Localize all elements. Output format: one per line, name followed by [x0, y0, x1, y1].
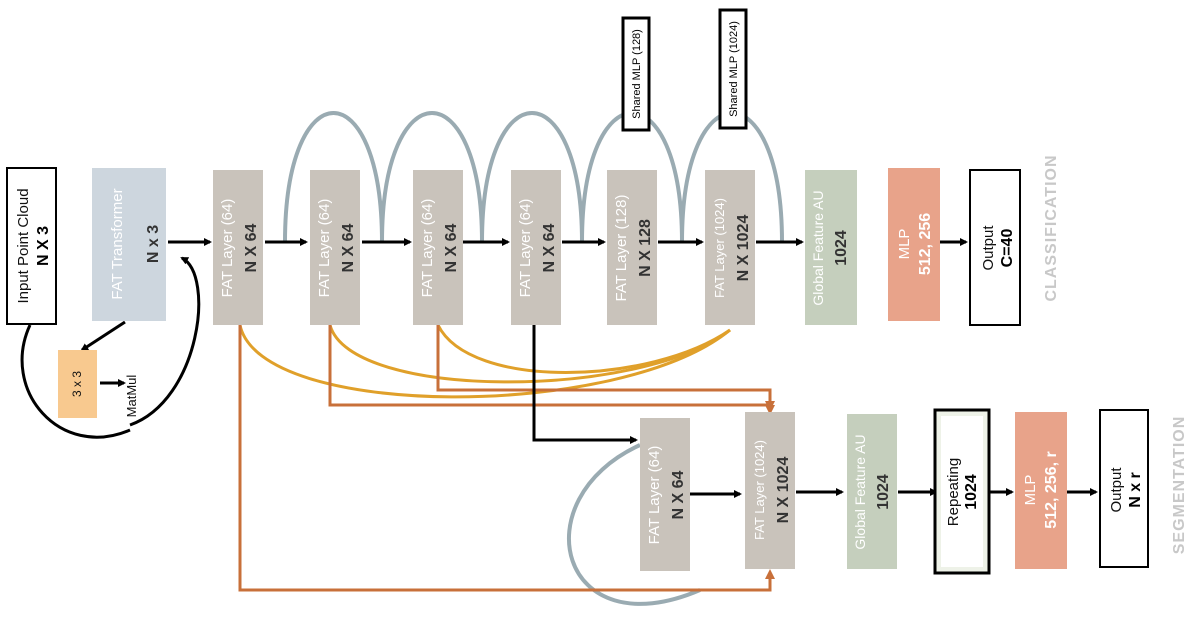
arrow-transformer-to-matrix — [80, 320, 126, 352]
fat-layer-1-label: FAT Layer (64) — [219, 199, 236, 298]
global-feature-value: 1024 — [833, 230, 850, 266]
fat-layer-6-label: FAT Layer (1024) — [712, 198, 727, 298]
skip-arc-3 — [480, 111, 584, 243]
input-value: N X 3 — [35, 226, 52, 266]
seg-global-feature: Global Feature AU 1024 — [847, 414, 897, 569]
mlp-value: 512, 256 — [917, 213, 934, 275]
seg-repeating-label: Repeating — [945, 458, 962, 526]
fat-layer-3-value: N X 64 — [443, 223, 460, 272]
output-value: C=40 — [999, 229, 1016, 268]
arrow-layer4-to-seg — [532, 325, 638, 444]
seg-fat-layer-1-value: N X 64 — [670, 470, 687, 519]
seg-output-label: Output — [1108, 467, 1125, 513]
orange-links — [238, 324, 731, 399]
mlp-classification: MLP 512, 256 — [888, 168, 940, 321]
seg-global-label: Global Feature AU — [852, 434, 868, 549]
seg-repeating: Repeating 1024 — [933, 408, 991, 575]
matrix-label: 3 x 3 — [70, 371, 84, 397]
skip-arc-1 — [283, 111, 384, 243]
shared-mlp-1024: Shared MLP (1024) — [718, 8, 748, 130]
fat-layer-5: FAT Layer (128) N X 128 — [607, 170, 657, 325]
transformer-label: FAT Transformer — [109, 188, 126, 299]
output-label: Output — [980, 225, 997, 271]
matmul-label: MatMul — [124, 375, 139, 418]
classification-layers: FAT Layer (64) N X 64 FAT Layer (64) N X… — [213, 170, 755, 325]
seg-fat-layer-1-label: FAT Layer (64) — [646, 446, 663, 545]
fat-layer-4-label: FAT Layer (64) — [517, 199, 534, 298]
orange-link-3 — [436, 324, 731, 374]
shared-mlp-128-label: Shared MLP (128) — [631, 29, 643, 119]
seg-mlp: MLP 512, 256, r — [1015, 412, 1067, 569]
brown-link-1 — [436, 325, 775, 411]
fat-layer-4-value: N X 64 — [541, 223, 558, 272]
fat-layer-2-value: N X 64 — [340, 223, 357, 272]
input-label: Input Point Cloud — [15, 188, 32, 303]
orange-link-2 — [328, 324, 731, 384]
shared-mlp-128: Shared MLP (128) — [621, 16, 651, 132]
mlp-label: MLP — [896, 229, 913, 260]
seg-fat-layer-1: FAT Layer (64) N X 64 — [640, 418, 690, 571]
fat-layer-4: FAT Layer (64) N X 64 — [511, 170, 561, 325]
fat-layer-5-label: FAT Layer (128) — [613, 195, 630, 302]
brown-link-2 — [328, 325, 775, 415]
seg-fat-layer-2-label: FAT Layer (1024) — [752, 440, 767, 540]
classification-section-label: CLASSIFICATION — [1043, 154, 1060, 301]
seg-fat-layer-2-value: N X 1024 — [775, 457, 792, 524]
brown-link-3 — [238, 325, 775, 592]
transformer-value: N x 3 — [145, 225, 162, 263]
skip-arc-2 — [380, 111, 484, 243]
arrow-input-to-matrix — [20, 324, 131, 439]
seg-output-value: N x r — [1127, 472, 1144, 508]
seg-global-value: 1024 — [875, 474, 892, 510]
input-point-cloud: Input Point Cloud N X 3 — [6, 167, 57, 325]
matrix-3x3: 3 x 3 — [58, 350, 97, 418]
brown-links — [238, 325, 775, 592]
seg-mlp-value: 512, 256, r — [1043, 451, 1060, 528]
fat-layer-3-label: FAT Layer (64) — [419, 199, 436, 298]
seg-fat-layer-2: FAT Layer (1024) N X 1024 — [745, 412, 795, 569]
fat-layer-5-value: N X 128 — [637, 219, 654, 277]
segmentation-section-label: SEGMENTATION — [1171, 416, 1188, 555]
fat-layer-3: FAT Layer (64) N X 64 — [413, 170, 463, 325]
fat-transformer: FAT Transformer N x 3 — [92, 168, 166, 321]
arrow-matmul-to-transformer — [129, 256, 201, 427]
global-feature-label: Global Feature AU — [810, 190, 826, 305]
seg-output: Output N x r — [1099, 409, 1149, 568]
fat-layer-1-value: N X 64 — [243, 223, 260, 272]
skip-arc-seg — [567, 443, 701, 606]
fat-layer-6: FAT Layer (1024) N X 1024 — [705, 170, 755, 325]
seg-repeating-value: 1024 — [963, 474, 980, 510]
fat-layer-6-value: N X 1024 — [735, 215, 752, 282]
fat-layer-1: FAT Layer (64) N X 64 — [213, 170, 263, 325]
global-feature-classification: Global Feature AU 1024 — [805, 170, 857, 325]
output-classification: Output C=40 — [969, 169, 1021, 326]
fat-layer-2: FAT Layer (64) N X 64 — [310, 170, 360, 325]
orange-link-1 — [238, 324, 731, 399]
shared-mlp-1024-label: Shared MLP (1024) — [728, 21, 740, 117]
seg-mlp-label: MLP — [1022, 475, 1039, 506]
flow-arrows — [20, 238, 1098, 498]
fat-layer-2-label: FAT Layer (64) — [316, 199, 333, 298]
